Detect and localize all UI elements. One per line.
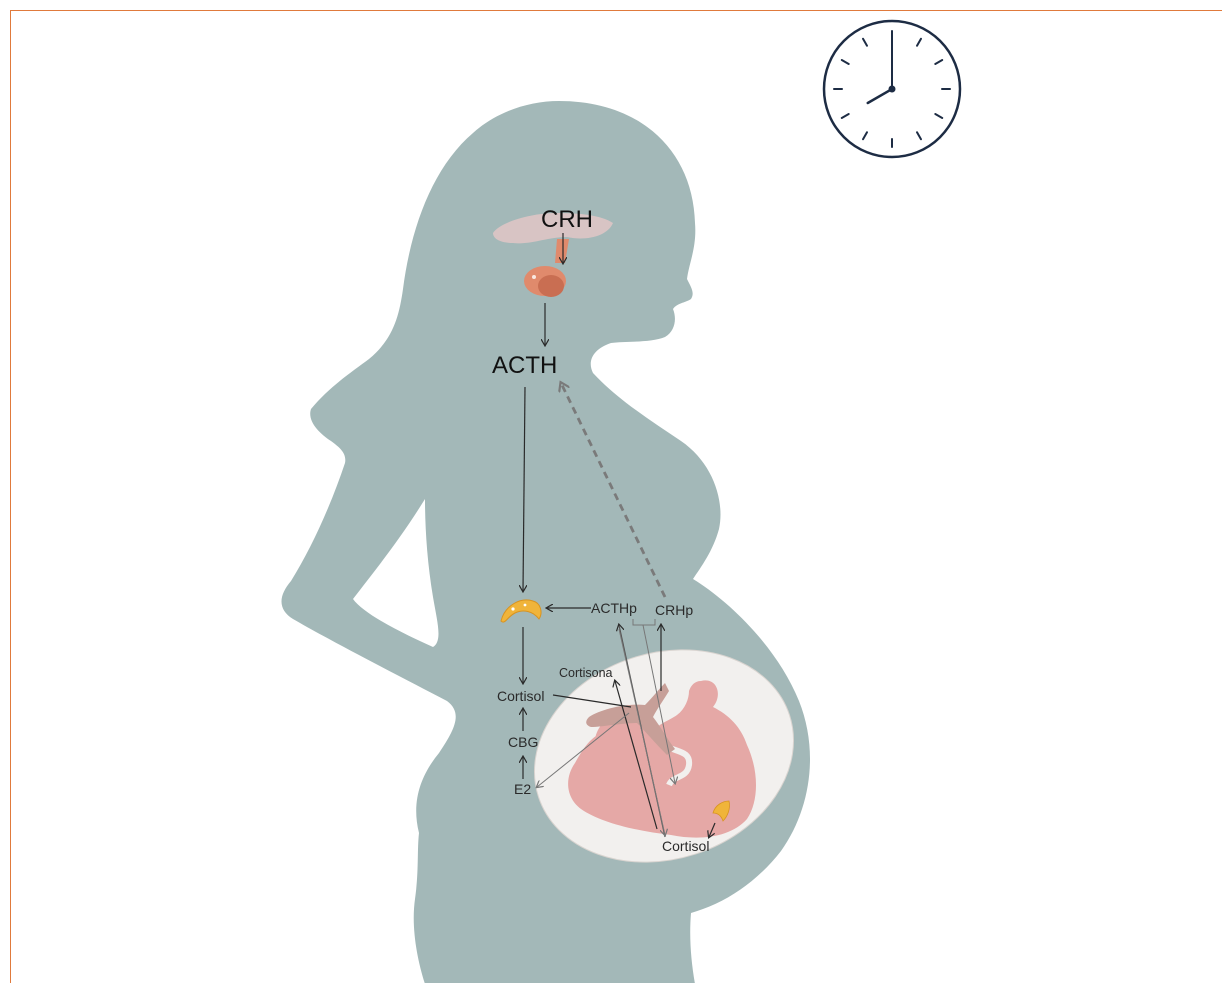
- figure-frame: CRH ACTH ACTHp CRHp Cortisol Cortisona C…: [10, 10, 1222, 983]
- adrenal-highlight: [524, 604, 527, 607]
- pituitary-lobe: [538, 275, 564, 297]
- label-acth: ACTH: [492, 352, 557, 379]
- clock-center: [889, 86, 896, 93]
- label-cortisona: Cortisona: [559, 666, 613, 680]
- label-cbg: CBG: [508, 734, 538, 750]
- label-acthp: ACTHp: [591, 600, 637, 616]
- label-e2: E2: [514, 781, 531, 797]
- hpa-axis-diagram: CRH ACTH ACTHp CRHp Cortisol Cortisona C…: [10, 10, 1222, 983]
- clock-icon: [824, 21, 960, 157]
- adrenal-highlight: [511, 607, 514, 610]
- label-fetal-cortisol: Cortisol: [662, 838, 709, 854]
- label-crhp: CRHp: [655, 602, 693, 618]
- pituitary-highlight: [532, 275, 536, 279]
- label-maternal-cortisol: Cortisol: [497, 688, 544, 704]
- label-crh: CRH: [541, 206, 593, 233]
